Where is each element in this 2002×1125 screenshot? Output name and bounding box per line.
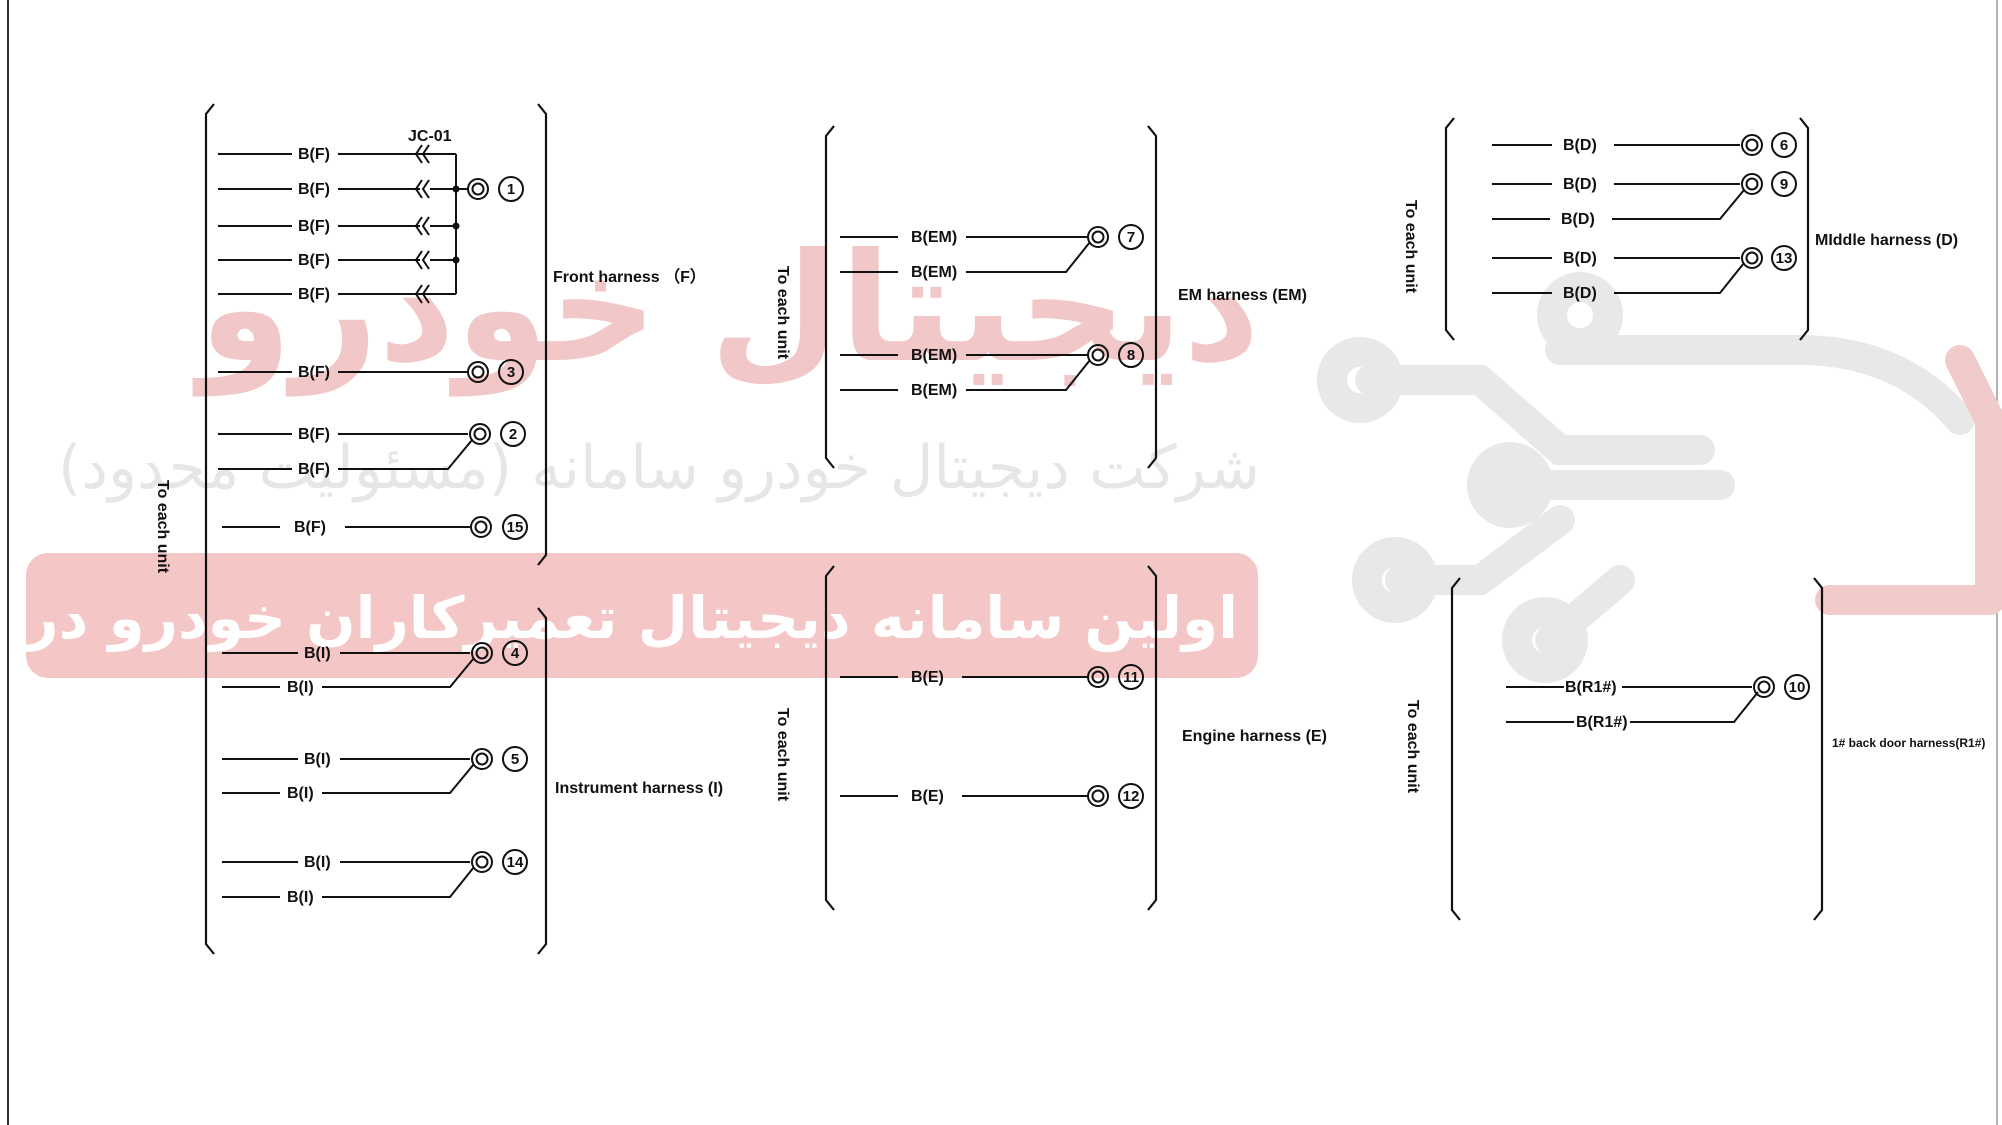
watermark-car-circuit-logo — [1317, 272, 2002, 683]
splice-label-jc01: JC-01 — [408, 128, 452, 145]
middle-bracket-right — [1799, 117, 1810, 341]
instrument-wire-label: B(I) — [304, 751, 331, 768]
ground-number: 14 — [507, 854, 524, 871]
instrument-wires — [222, 652, 475, 898]
ground-number: 7 — [1127, 229, 1135, 246]
ground-point-14: 14 — [471, 849, 528, 875]
watermark-slogan-text: اولین سامانه دیجیتال تعمیرکاران خودرو در… — [0, 584, 1238, 653]
middle-bracket-left — [1444, 117, 1455, 341]
watermark-logo-text: دیجیتال خودرو — [192, 222, 1260, 397]
backdoor-wires — [1506, 686, 1759, 723]
backdoor-harness-name: 1# back door harness(R1#) — [1832, 736, 1985, 750]
backdoor-bracket-right — [1813, 577, 1824, 921]
ground-point-15: 15 — [470, 514, 528, 540]
front-bracket-left — [204, 103, 215, 555]
middle-wire-label: B(D) — [1563, 285, 1597, 302]
ground-point-6: 6 — [1741, 132, 1797, 158]
ground-point-9: 9 — [1741, 171, 1797, 197]
em-harness-name: EM harness (EM) — [1178, 287, 1307, 304]
em-wire-label: B(EM) — [911, 347, 957, 364]
ground-number: 6 — [1780, 137, 1788, 154]
em-wire-label: B(EM) — [911, 382, 957, 399]
engine-to-each-unit: To each unit — [774, 708, 791, 802]
front-harness-name: Front harness （F） — [553, 268, 706, 286]
front-wires — [218, 144, 473, 528]
front-wire-label: B(F) — [298, 218, 330, 235]
em-wire-label: B(EM) — [911, 264, 957, 281]
em-harness-group: To each unit EM harness (EM) B(EM) B(EM)… — [774, 125, 1307, 469]
middle-wire-label: B(D) — [1563, 176, 1597, 193]
watermark-slogan-banner — [26, 553, 1258, 678]
engine-harness-group: To each unit Engine harness (E) B(E) B(E… — [774, 565, 1327, 911]
ground-number: 11 — [1123, 669, 1139, 686]
instrument-harness-group: Instrument harness (I) B(I) B(I) B(I) B(… — [204, 555, 723, 955]
middle-wire-label: B(D) — [1563, 137, 1597, 154]
ground-number: 5 — [511, 751, 519, 768]
ground-number: 4 — [511, 645, 520, 662]
middle-wire-label: B(D) — [1561, 211, 1595, 228]
middle-wires — [1492, 144, 1745, 294]
instrument-bracket-right — [537, 607, 548, 955]
ground-point-4: 4 — [471, 640, 528, 666]
em-to-each-unit: To each unit — [774, 266, 791, 360]
front-wire-label: B(F) — [298, 364, 330, 381]
engine-wires — [840, 676, 1088, 797]
instrument-wire-label: B(I) — [287, 679, 314, 696]
front-bracket-right — [537, 103, 548, 566]
ground-point-2: 2 — [469, 421, 526, 447]
engine-wire-label: B(E) — [911, 788, 944, 805]
ground-number: 8 — [1127, 347, 1135, 364]
em-bracket-left — [824, 125, 835, 469]
front-harness-group: To each unit JC-01 Front harness （F） — [154, 103, 706, 574]
instrument-wire-label: B(I) — [287, 785, 314, 802]
ground-point-13: 13 — [1741, 245, 1797, 271]
middle-to-each-unit: To each unit — [1402, 200, 1419, 294]
middle-wire-label: B(D) — [1563, 250, 1597, 267]
front-wire-label: B(F) — [298, 146, 330, 163]
ground-number: 3 — [507, 364, 515, 381]
ground-point-3: 3 — [467, 359, 524, 385]
front-wire-label: B(F) — [298, 461, 330, 478]
front-wire-label: B(F) — [298, 286, 330, 303]
middle-harness-group: To each unit MIddle harness (D) B(D) B(D… — [1402, 117, 1958, 341]
backdoor-harness-group: To each unit 1# back door harness(R1#) B… — [1404, 577, 1985, 921]
backdoor-wire-label: B(R1#) — [1576, 714, 1628, 731]
engine-bracket-left — [824, 565, 835, 911]
backdoor-bracket-left — [1450, 577, 1461, 921]
instrument-wire-label: B(I) — [304, 854, 331, 871]
engine-bracket-right — [1147, 565, 1158, 911]
ground-number: 13 — [1776, 250, 1793, 267]
ground-number: 10 — [1789, 679, 1806, 696]
em-wire-label: B(EM) — [911, 229, 957, 246]
ground-number: 1 — [507, 181, 515, 198]
ground-point-5: 5 — [471, 746, 528, 772]
front-wire-label: B(F) — [298, 181, 330, 198]
em-wires — [840, 236, 1091, 391]
ground-point-7: 7 — [1087, 224, 1144, 250]
backdoor-to-each-unit: To each unit — [1404, 700, 1421, 794]
engine-harness-name: Engine harness (E) — [1182, 728, 1327, 745]
ground-point-8: 8 — [1087, 342, 1144, 368]
ground-number: 15 — [507, 519, 524, 536]
front-wire-label: B(F) — [298, 426, 330, 443]
em-bracket-right — [1147, 125, 1158, 469]
backdoor-wire-label: B(R1#) — [1565, 679, 1617, 696]
instrument-harness-name: Instrument harness (I) — [555, 780, 723, 797]
engine-wire-label: B(E) — [911, 669, 944, 686]
ground-point-12: 12 — [1087, 783, 1144, 809]
instrument-bracket-left — [204, 555, 215, 955]
instrument-wire-label: B(I) — [287, 889, 314, 906]
ground-point-10: 10 — [1753, 674, 1810, 700]
ground-point-1: 1 — [467, 176, 524, 202]
front-wire-label: B(F) — [294, 519, 326, 536]
front-to-each-unit: To each unit — [154, 480, 171, 574]
ground-number: 9 — [1780, 176, 1788, 193]
front-wire-label: B(F) — [298, 252, 330, 269]
ground-point-11: 11 — [1087, 664, 1144, 690]
middle-harness-name: MIddle harness (D) — [1815, 232, 1958, 249]
ground-number: 12 — [1123, 788, 1140, 805]
instrument-wire-label: B(I) — [304, 645, 331, 662]
ground-number: 2 — [509, 426, 517, 443]
